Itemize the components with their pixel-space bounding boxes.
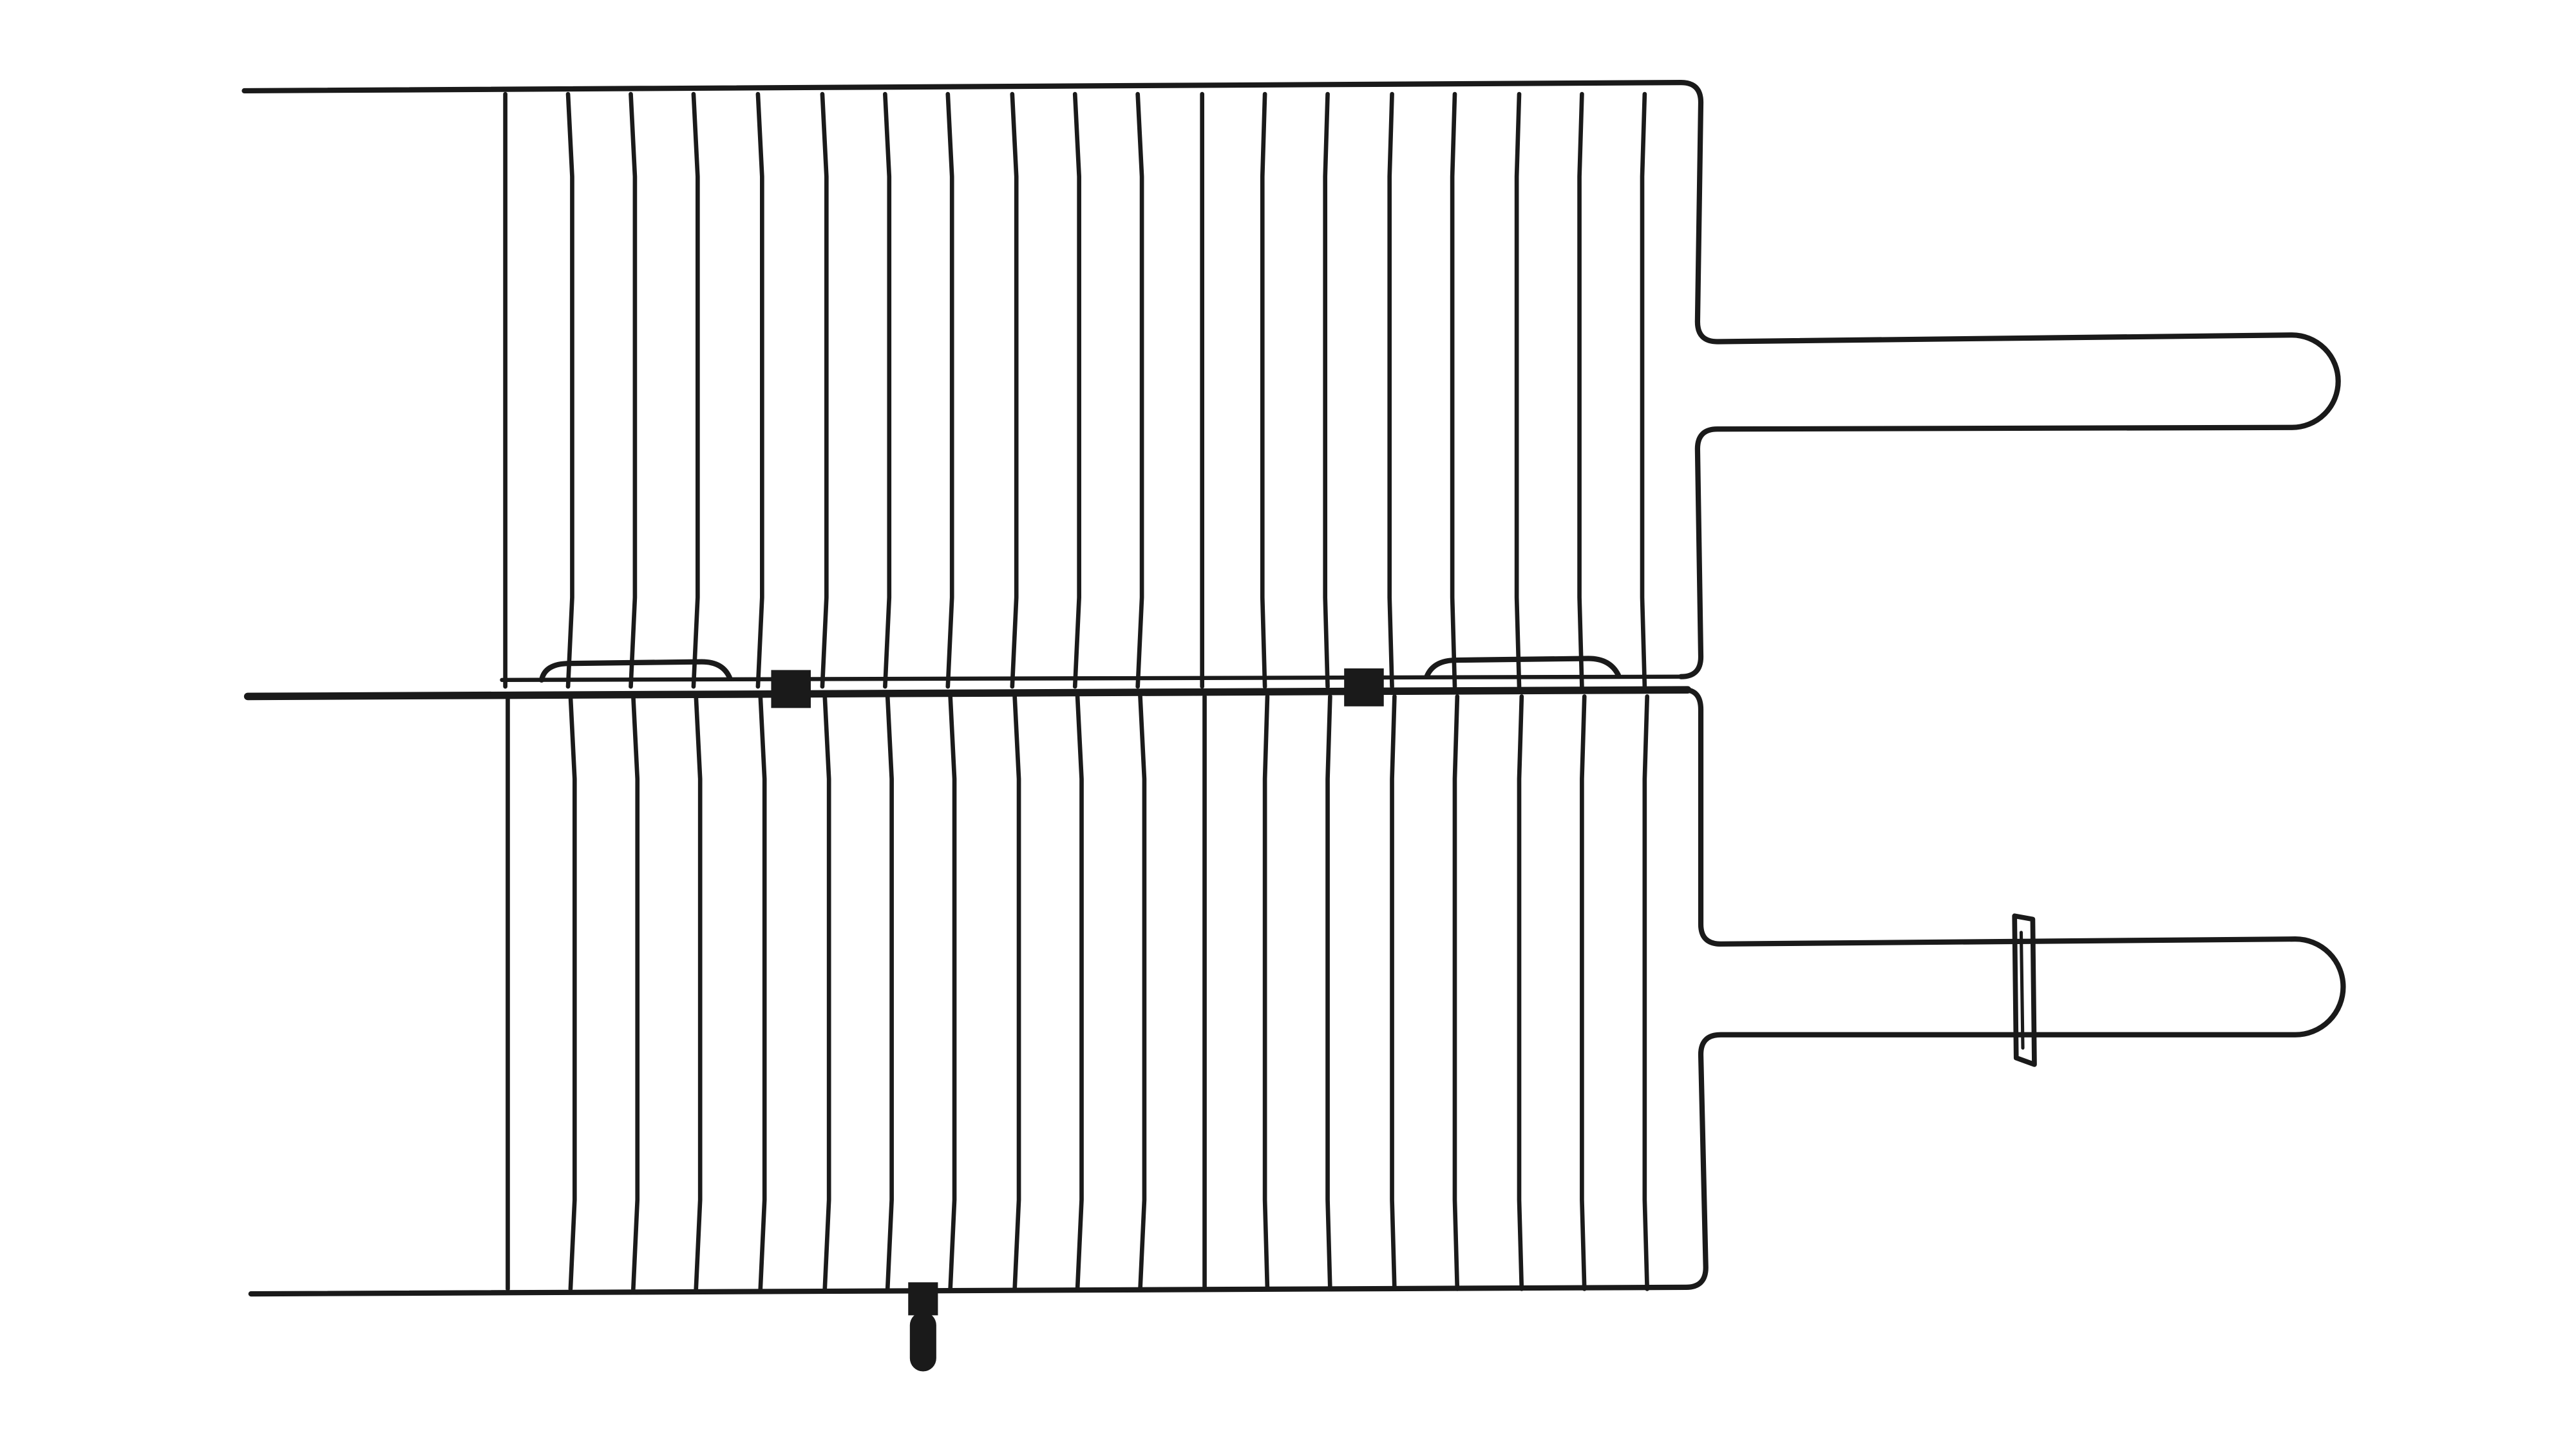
- grill-wire-top: [883, 91, 892, 689]
- grill-wire-bottom: [1012, 694, 1021, 1291]
- grill-wires: [503, 91, 1650, 1291]
- right-hinge-loop: [1424, 656, 1621, 679]
- bottom-frame-outline: [248, 687, 2346, 1297]
- latch-top: [908, 1282, 938, 1316]
- latch-handle: [909, 1312, 936, 1372]
- grill-wire-bottom: [885, 694, 894, 1291]
- grill-wire-top: [755, 91, 764, 689]
- grill-wire-bottom: [1138, 694, 1147, 1291]
- grill-wire-top: [1387, 91, 1394, 689]
- grill-wire-top: [691, 91, 700, 689]
- middle-hinge-bar: [243, 686, 1692, 701]
- grill-wire-top: [945, 91, 954, 689]
- middle-hinge-bar-upper: [500, 674, 1687, 683]
- grill-wire-bottom: [568, 694, 577, 1291]
- handle-lock-ring: [2012, 913, 2037, 1067]
- grill-wire-top: [629, 91, 638, 689]
- grill-wire-top: [565, 91, 574, 689]
- grill-wire-top: [1640, 91, 1647, 689]
- grill-wire-top: [1260, 91, 1267, 689]
- top-frame-outline: [242, 80, 2341, 679]
- grill-wire-top: [820, 91, 829, 689]
- grill-wire-top: [1450, 91, 1457, 689]
- clips: [771, 668, 1384, 1372]
- grill-wire-bottom: [1325, 694, 1332, 1291]
- left-clip: [771, 670, 811, 708]
- grill-wire-bottom: [694, 694, 703, 1291]
- grill-wire-top: [1514, 91, 1522, 689]
- grill-wire-top: [1323, 91, 1330, 689]
- grill-wire-bottom: [1452, 694, 1460, 1291]
- grill-wire-top: [1577, 91, 1584, 689]
- grill-wire-bottom: [948, 694, 957, 1291]
- basket-frame: [242, 80, 2346, 1297]
- grill-wire-bottom: [1642, 694, 1650, 1291]
- grill-wire-bottom: [1075, 694, 1084, 1291]
- grill-wire-bottom: [758, 694, 767, 1291]
- grill-wire-top: [1072, 91, 1081, 689]
- grill-wire-bottom: [1517, 694, 1524, 1291]
- grill-wire-bottom: [1390, 694, 1397, 1291]
- grill-wire-top: [1010, 91, 1019, 689]
- grill-wire-bottom: [822, 694, 831, 1291]
- right-clip: [1344, 668, 1384, 706]
- grill-wire-top: [1135, 91, 1144, 689]
- grill-wire-bottom: [1262, 694, 1270, 1291]
- grill-wire-bottom: [631, 694, 640, 1291]
- left-hinge-loop: [538, 659, 733, 683]
- grill-wire-bottom: [1580, 694, 1587, 1291]
